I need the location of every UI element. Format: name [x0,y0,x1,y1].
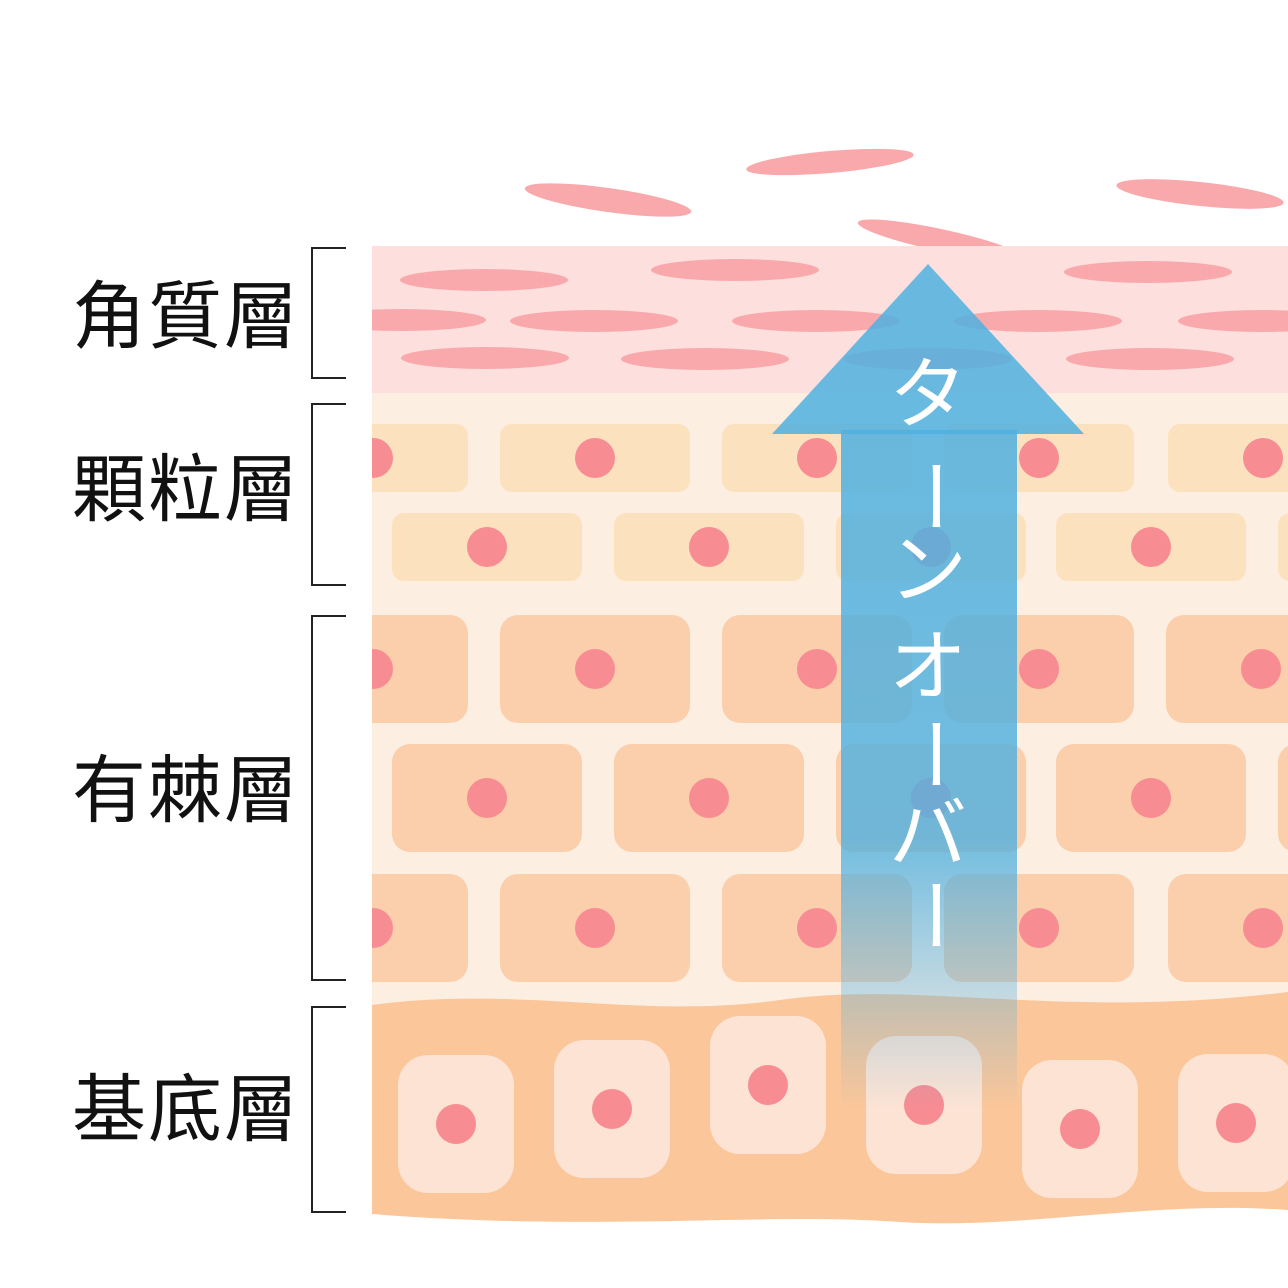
arrow-head [772,264,1084,434]
cell-nucleus [1243,908,1283,948]
flake [746,148,914,176]
cell-nucleus [797,649,837,689]
corneum-cell [401,347,569,369]
cell-nucleus [592,1089,632,1129]
cell-nucleus [372,438,393,478]
cell-nucleus [1131,778,1171,818]
bracket-spinosum [311,615,346,981]
bracket-basale [311,1006,346,1213]
label-stratum-granulosum: 顆粒層 [72,447,300,533]
turnover-label-char: ン [889,525,967,615]
cell-nucleus [1131,527,1171,567]
cell-nucleus [575,908,615,948]
cell [1278,513,1288,581]
layer-brackets [311,247,346,1213]
cell-nucleus [1019,649,1059,689]
corneum-cell [954,310,1122,332]
turnover-label-char: ー [888,876,978,954]
cell-nucleus [1241,649,1281,689]
cell-nucleus [689,778,729,818]
cell-nucleus [797,438,837,478]
bracket-granulosum [311,403,346,586]
corneum-cell [732,310,900,332]
shedding-flakes [524,148,1284,261]
label-stratum-basale: 基底層 [72,1067,300,1153]
cell-nucleus [436,1104,476,1144]
flake [524,183,692,217]
corneum-cell [651,259,819,281]
cell-nucleus [689,527,729,567]
cell-nucleus [1216,1103,1256,1143]
corneum-cell [621,348,789,370]
label-stratum-spinosum: 有棘層 [72,748,300,834]
cell-nucleus [797,908,837,948]
cell-nucleus [467,527,507,567]
turnover-label-char: タ [889,350,967,440]
cell [372,615,468,723]
corneum-cell [400,269,568,291]
cell-nucleus [575,438,615,478]
turnover-label-char: オ [889,622,967,712]
cell-nucleus [1019,438,1059,478]
cell [1166,615,1288,723]
label-stratum-corneum: 角質層 [72,274,300,360]
cell [1168,874,1288,982]
turnover-label-char: ー [888,715,978,793]
turnover-label-char: ー [888,457,978,535]
corneum-cell [510,310,678,332]
cell [372,874,468,982]
cell-nucleus [1243,438,1283,478]
cell-nucleus [1060,1109,1100,1149]
cell [1278,745,1288,851]
corneum-cell [1178,310,1288,332]
cell [372,424,468,492]
flake [1116,179,1284,209]
corneum-flakes [372,259,1288,370]
cell-nucleus [467,778,507,818]
turnover-label-char: バ [889,790,967,880]
bracket-corneum [311,247,346,379]
cell-nucleus [372,649,393,689]
cell-nucleus [748,1065,788,1105]
cell-nucleus [575,649,615,689]
cell-nucleus [1019,908,1059,948]
arrow-shaft [841,430,1017,1110]
cell-nucleus [372,908,393,948]
corneum-cell [372,309,486,331]
corneum-cell [1064,261,1232,283]
granular-layer-cells [372,424,1288,581]
corneum-cell [1066,348,1234,370]
